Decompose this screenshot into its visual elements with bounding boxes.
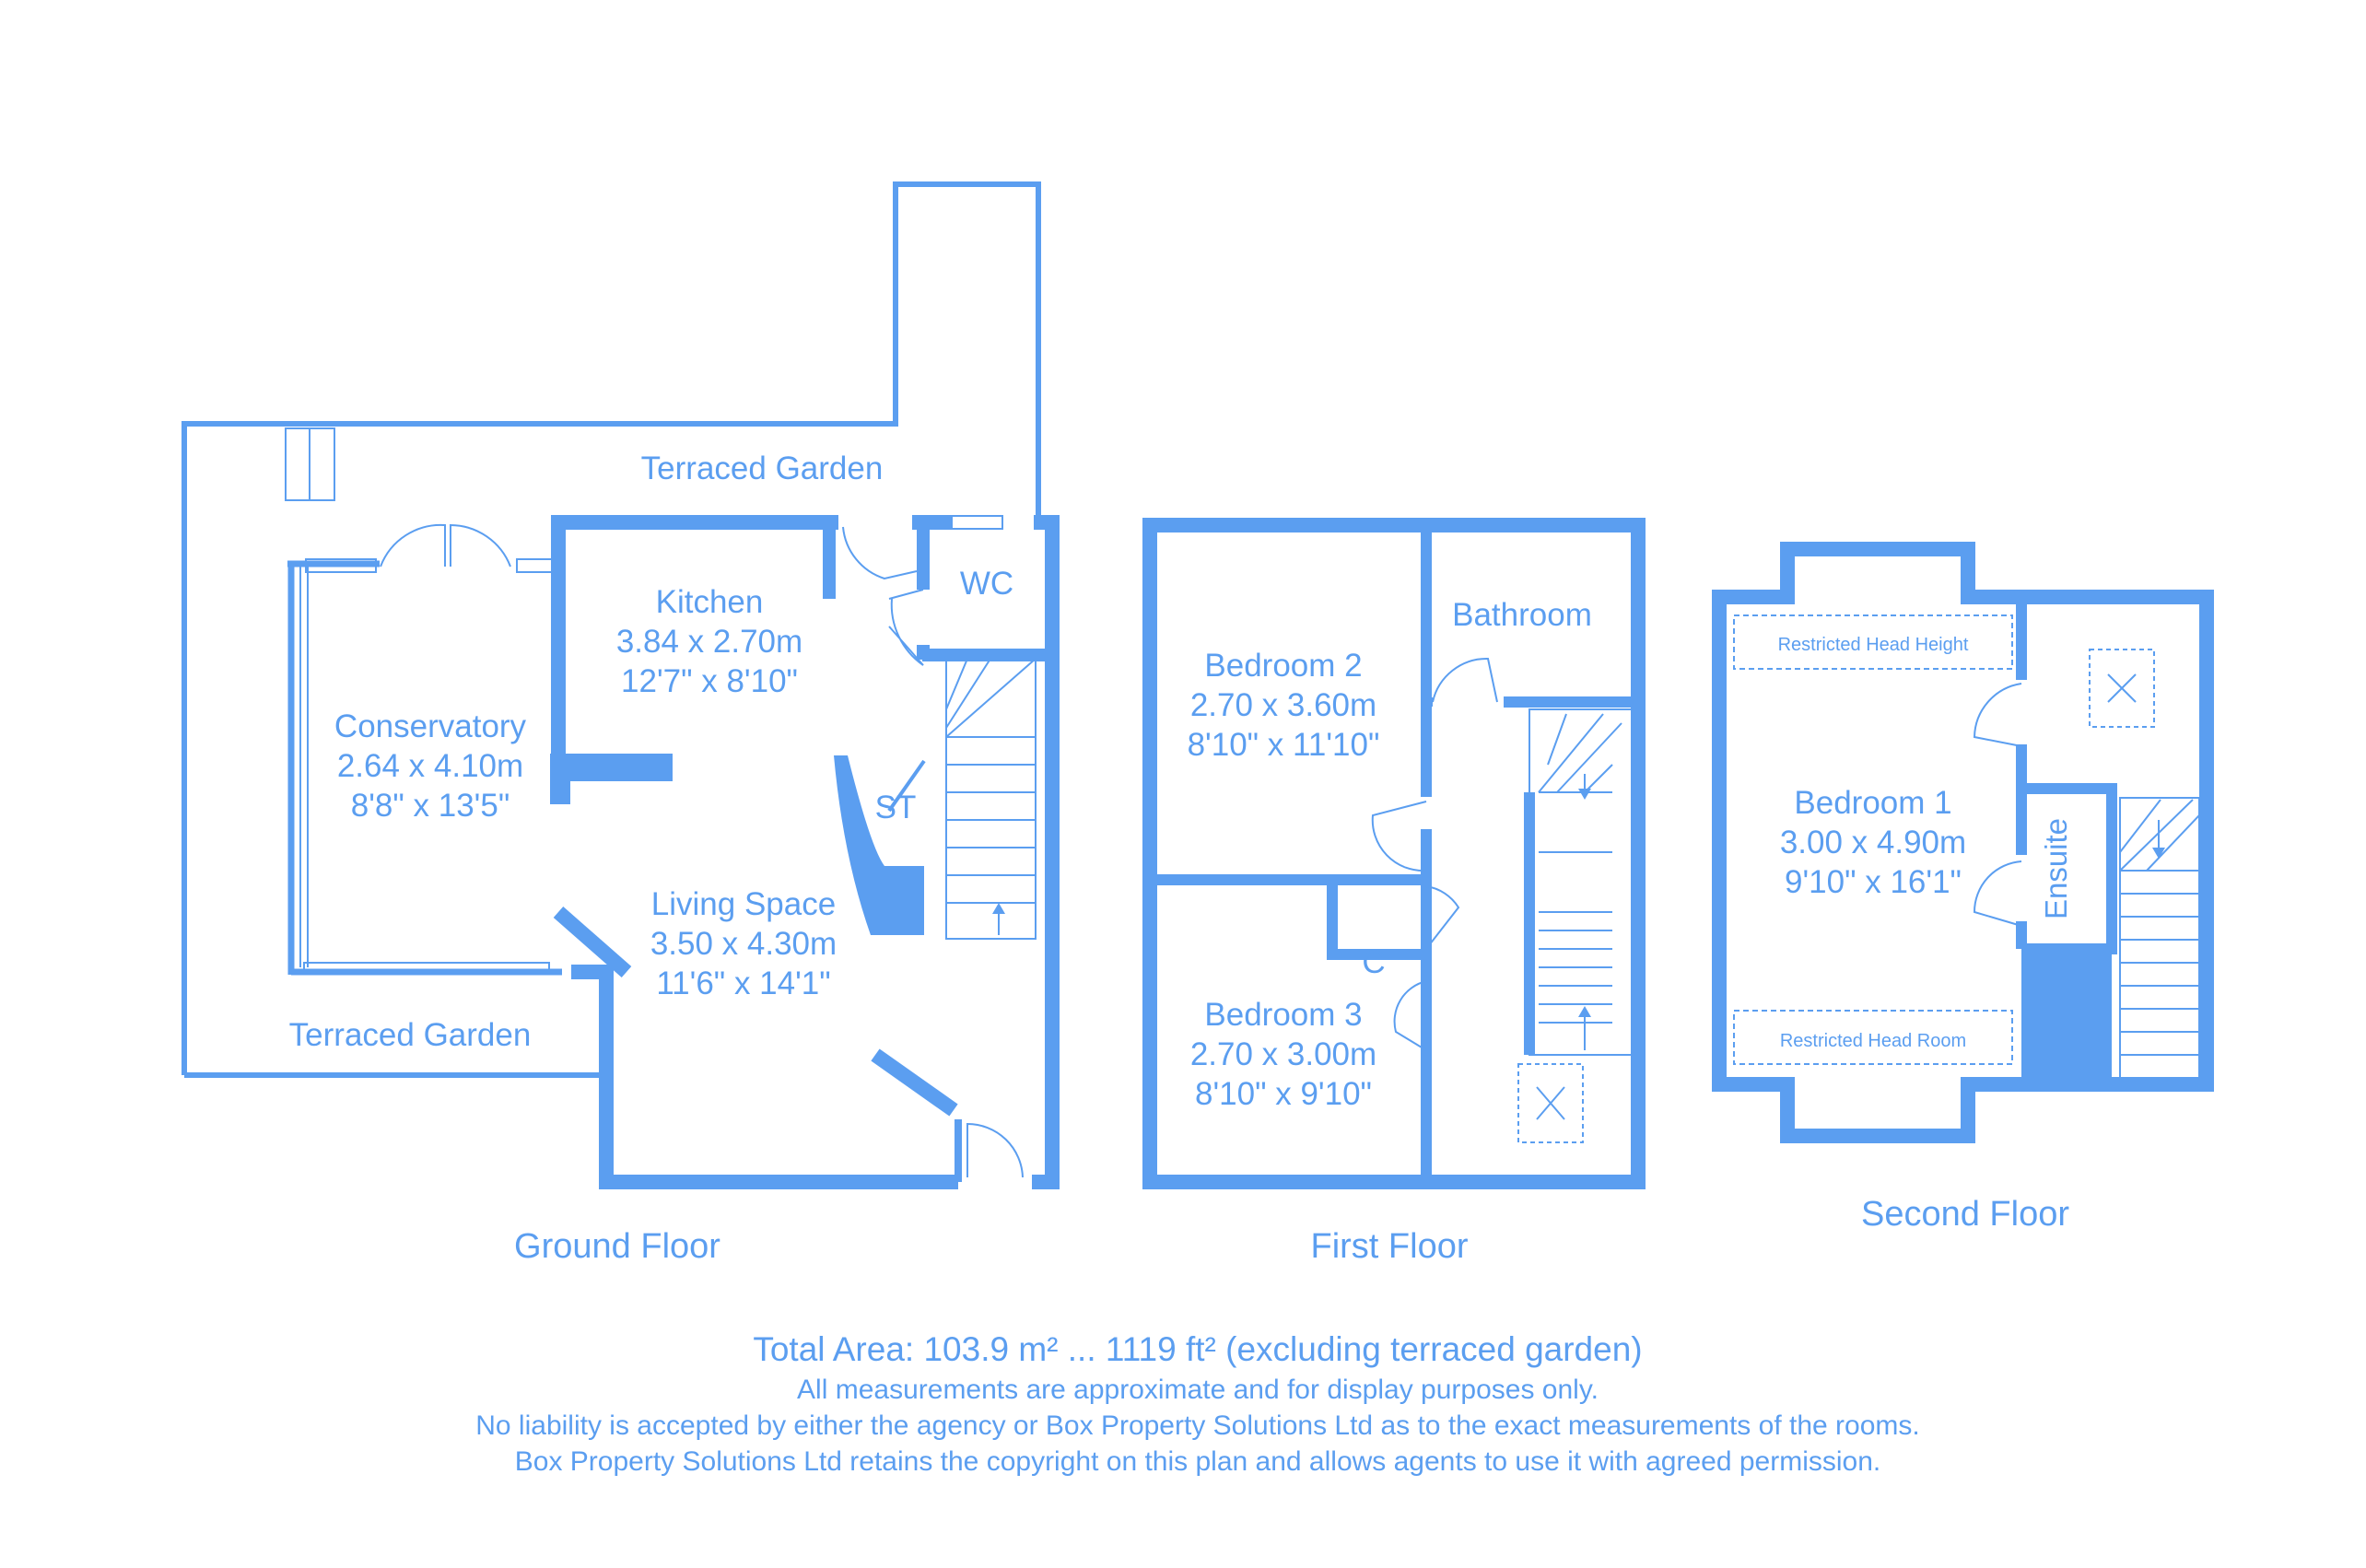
ground-stairs bbox=[945, 658, 1037, 904]
first-stairs bbox=[1538, 713, 1622, 1024]
second-floor-plan bbox=[1712, 542, 2214, 1143]
st-label: ST bbox=[875, 790, 917, 825]
living-space-imperial: 11'6" x 14'1" bbox=[656, 965, 830, 1001]
living-space-name: Living Space bbox=[651, 886, 836, 922]
bedroom1-metric: 3.00 x 4.90m bbox=[1780, 825, 1966, 860]
bedroom3-imperial: 8'10" x 9'10" bbox=[1195, 1076, 1372, 1112]
conservatory-metric: 2.64 x 4.10m bbox=[337, 748, 523, 784]
bedroom1-name: Bedroom 1 bbox=[1794, 785, 1951, 821]
bedroom3-name: Bedroom 3 bbox=[1204, 997, 1362, 1033]
kitchen-imperial: 12'7" x 8'10" bbox=[621, 663, 798, 699]
conservatory-imperial: 8'8" x 13'5" bbox=[351, 788, 510, 824]
bedroom3-metric: 2.70 x 3.00m bbox=[1190, 1036, 1376, 1072]
conservatory-name: Conservatory bbox=[334, 708, 527, 744]
first-floor-plan bbox=[1142, 518, 1646, 1189]
ensuite-label: Ensuite bbox=[2039, 818, 2073, 919]
wc-label: WC bbox=[960, 566, 1013, 602]
ground-floor-label: Ground Floor bbox=[514, 1227, 720, 1266]
disclaimer-line-1: All measurements are approximate and for… bbox=[797, 1375, 1599, 1405]
bedroom2-name: Bedroom 2 bbox=[1204, 648, 1362, 684]
terraced-garden-top-label: Terraced Garden bbox=[641, 451, 884, 486]
bedroom2-metric: 2.70 x 3.60m bbox=[1190, 687, 1376, 723]
second-floor-label: Second Floor bbox=[1861, 1195, 2069, 1234]
cupboard-label: C bbox=[1362, 944, 1385, 980]
restricted-head-height-label: Restricted Head Height bbox=[1778, 635, 1969, 655]
disclaimer-line-3: Box Property Solutions Ltd retains the c… bbox=[515, 1446, 1881, 1477]
terraced-garden-bottom-label: Terraced Garden bbox=[289, 1017, 532, 1053]
kitchen-name: Kitchen bbox=[656, 584, 764, 620]
second-stairs bbox=[2119, 799, 2200, 1056]
restricted-head-room-label: Restricted Head Room bbox=[1780, 1031, 1966, 1051]
bathroom-name: Bathroom bbox=[1452, 597, 1592, 633]
bedroom1-imperial: 9'10" x 16'1" bbox=[1785, 864, 1962, 900]
bedroom2-imperial: 8'10" x 11'10" bbox=[1188, 727, 1380, 763]
total-area: Total Area: 103.9 m² ... 1119 ft² (exclu… bbox=[753, 1330, 1642, 1368]
living-space-metric: 3.50 x 4.30m bbox=[650, 926, 837, 962]
ground-floor-plan bbox=[182, 181, 1060, 1189]
terraced-garden-outline bbox=[182, 181, 1041, 1075]
kitchen-metric: 3.84 x 2.70m bbox=[616, 624, 802, 660]
first-floor-label: First Floor bbox=[1311, 1227, 1469, 1266]
disclaimer-line-2: No liability is accepted by either the a… bbox=[475, 1410, 1919, 1441]
